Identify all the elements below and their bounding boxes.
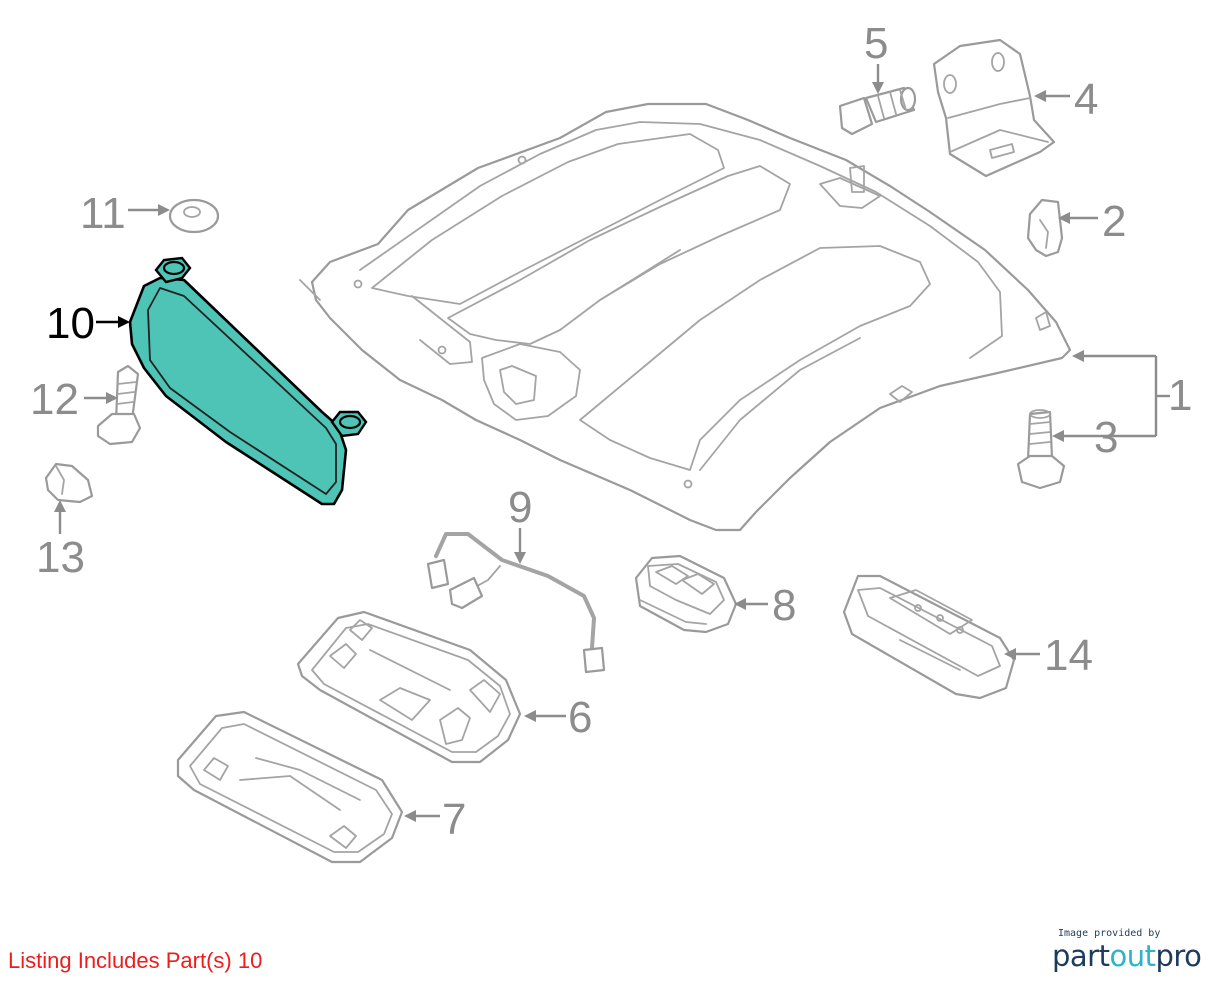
part-6-lamp-housing[interactable]: [296, 610, 522, 764]
part-12-screw[interactable]: [96, 364, 142, 446]
logo-out-text: out: [1109, 939, 1156, 973]
callout-11: 11: [80, 189, 126, 238]
part-4-bracket[interactable]: [932, 38, 1056, 178]
callout-1: 1: [1168, 371, 1192, 420]
callout-3: 3: [1094, 413, 1118, 462]
arrowheads: [54, 82, 1084, 822]
credit-caption: Image provided by: [1058, 928, 1161, 939]
callout-14: 14: [1044, 631, 1093, 680]
part-5-bolt[interactable]: [838, 86, 917, 136]
callout-7: 7: [442, 795, 466, 844]
sun-visor-body: [128, 276, 348, 506]
logo-pro-text: pro: [1155, 939, 1202, 973]
callout-2: 2: [1102, 197, 1126, 246]
callout-5: 5: [864, 19, 888, 68]
part-14-storage-tray[interactable]: [842, 574, 1016, 700]
logo-part-text: part: [1052, 939, 1110, 973]
part-9-wire-harness[interactable]: [426, 532, 606, 674]
part-10-sun-visor[interactable]: [128, 256, 368, 506]
part-3-bolt[interactable]: [1016, 409, 1066, 490]
listing-note: Listing Includes Part(s) 10: [8, 948, 263, 973]
part-11-washer[interactable]: [168, 198, 220, 234]
callout-4: 4: [1074, 75, 1098, 124]
partoutpro-logo: partoutpro: [1052, 939, 1212, 973]
callout-10: 10: [46, 299, 95, 348]
part-1-headliner[interactable]: [299, 102, 1072, 532]
part-8-switch[interactable]: [634, 554, 738, 634]
callout-8: 8: [772, 581, 796, 630]
image-credit: Image provided by partoutpro: [1052, 928, 1212, 973]
part-2-clip[interactable]: [1026, 198, 1064, 258]
callout-12: 12: [30, 375, 79, 424]
callout-6: 6: [568, 693, 592, 742]
part-7-lamp-cover[interactable]: [176, 710, 404, 864]
part-13-cap[interactable]: [44, 462, 94, 504]
callout-9: 9: [508, 483, 532, 532]
callout-13: 13: [36, 533, 85, 582]
